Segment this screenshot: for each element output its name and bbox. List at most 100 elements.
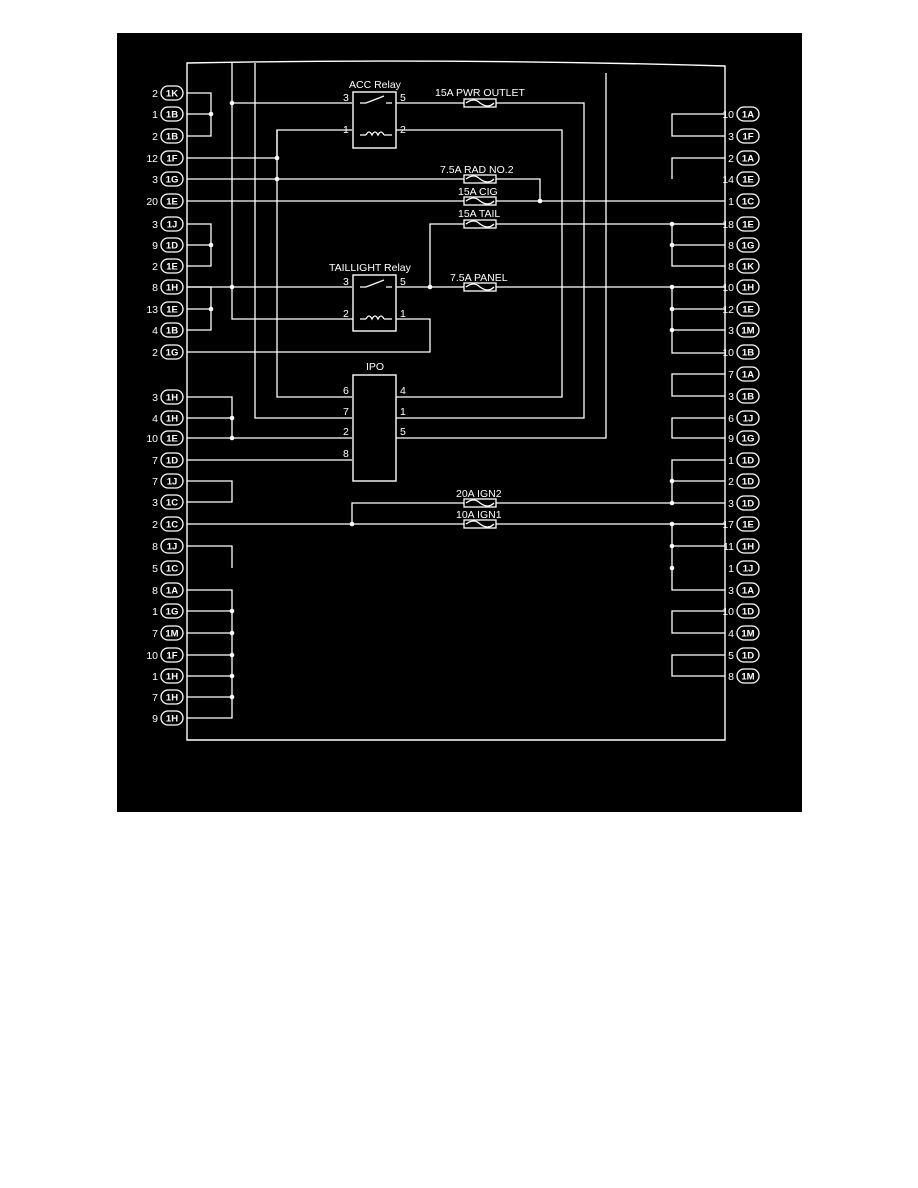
left-terminal: 12 1F	[146, 150, 184, 166]
acc-relay-pin-5: 5	[400, 92, 406, 104]
left-connector-oval	[160, 193, 184, 209]
acc-relay	[352, 91, 397, 149]
left-connector-id: 1B	[166, 326, 178, 337]
left-terminal: 3 1H	[152, 389, 184, 405]
right-connector-id: 1E	[742, 175, 754, 186]
right-terminal-pin: 10	[722, 347, 734, 359]
right-connector-oval	[736, 473, 760, 489]
right-connector-id: 1A	[742, 154, 754, 165]
left-terminal-pin: 4	[152, 325, 158, 337]
left-terminal: 1 1B	[152, 106, 184, 122]
left-connector-id: 1A	[166, 586, 178, 597]
right-connector-id: 1B	[742, 348, 754, 359]
right-connector-id: 1F	[742, 132, 753, 143]
left-connector-id: 1F	[166, 651, 177, 662]
right-connector-oval	[736, 171, 760, 187]
right-connector-id: 1M	[741, 672, 754, 683]
fuse-label-ign1: 10A IGN1	[456, 509, 502, 521]
right-terminal: 8 1G	[728, 237, 760, 253]
left-connector-oval	[160, 279, 184, 295]
right-terminal-pin: 4	[728, 628, 734, 640]
left-terminal-pin: 10	[146, 433, 158, 445]
left-connector-oval	[160, 668, 184, 684]
left-terminal: 4 1B	[152, 322, 184, 338]
left-connector-id: 1J	[167, 220, 178, 231]
left-connector-id: 1H	[166, 393, 178, 404]
fuse-panel	[463, 282, 497, 292]
left-connector-id: 1H	[166, 693, 178, 704]
right-terminal-pin: 10	[722, 606, 734, 618]
right-connector-id: 1G	[742, 241, 755, 252]
left-connector-oval	[160, 473, 184, 489]
taillight-relay-title: TAILLIGHT Relay	[329, 262, 412, 274]
left-terminal-pin: 13	[146, 304, 158, 316]
right-terminal-pin: 8	[728, 240, 734, 252]
left-connector-id: 1E	[166, 197, 178, 208]
left-terminal-pin: 7	[152, 455, 158, 467]
right-connector-oval	[736, 538, 760, 554]
left-connector-oval	[160, 452, 184, 468]
left-connector-id: 1H	[166, 283, 178, 294]
ipo-pin-7: 7	[343, 406, 349, 418]
right-terminal: 14 1E	[722, 171, 760, 187]
right-connector-oval	[736, 625, 760, 641]
left-terminal-pin: 1	[152, 109, 158, 121]
left-terminal-pin: 12	[146, 153, 158, 165]
ipo-pin-6: 6	[343, 385, 349, 397]
left-connector-id: 1E	[166, 262, 178, 273]
right-connector-oval	[736, 106, 760, 122]
right-connector-oval	[736, 128, 760, 144]
right-terminal-pin: 3	[728, 498, 734, 510]
left-terminal-pin: 1	[152, 671, 158, 683]
right-terminal-pin: 7	[728, 369, 734, 381]
left-connector-id: 1F	[166, 154, 177, 165]
left-terminal-pin: 7	[152, 692, 158, 704]
right-connector-oval	[736, 495, 760, 511]
right-connector-oval	[736, 258, 760, 274]
right-terminal-pin: 1	[728, 196, 734, 208]
left-connector-oval	[160, 171, 184, 187]
right-connector-oval	[736, 366, 760, 382]
ipo-box	[352, 374, 397, 482]
left-connector-oval	[160, 216, 184, 232]
right-terminal-pin: 8	[728, 671, 734, 683]
right-connector-id: 1E	[742, 305, 754, 316]
left-connector-oval	[160, 689, 184, 705]
taillight-relay-pin-1: 1	[400, 308, 406, 320]
acc-relay-pin-2: 2	[400, 124, 406, 136]
left-connector-oval	[160, 301, 184, 317]
left-terminal-pin: 5	[152, 563, 158, 575]
left-connector-id: 1B	[166, 110, 178, 121]
left-terminal-pin: 8	[152, 585, 158, 597]
right-terminal-pin: 14	[722, 174, 734, 186]
fuse-label-pwr-outlet: 15A PWR OUTLET	[435, 87, 525, 99]
left-connector-id: 1D	[166, 241, 178, 252]
left-connector-id: 1K	[166, 89, 178, 100]
left-terminal-pin: 3	[152, 174, 158, 186]
right-connector-id: 1C	[742, 197, 754, 208]
left-connector-oval	[160, 85, 184, 101]
wires	[187, 63, 725, 719]
left-connector-oval	[160, 603, 184, 619]
right-connector-oval	[736, 647, 760, 663]
right-connector-oval	[736, 322, 760, 338]
left-terminal-pin: 3	[152, 392, 158, 404]
right-terminal: 8 1M	[728, 668, 760, 684]
left-terminal-pin: 4	[152, 413, 158, 425]
left-connector-oval	[160, 258, 184, 274]
